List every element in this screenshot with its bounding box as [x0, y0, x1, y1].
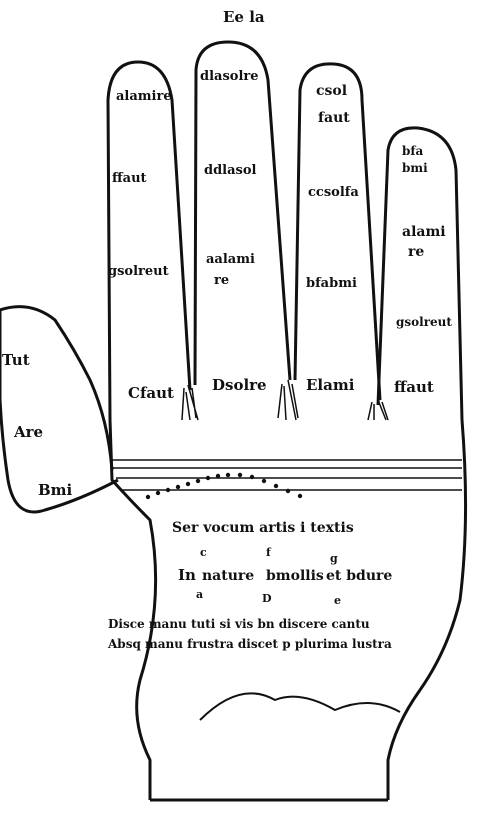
ring-tip-label: dlasolre: [200, 69, 259, 84]
middle-tip-a-label: csol: [316, 83, 347, 99]
palm-subscript-e: e: [334, 594, 341, 607]
hand-outline: [0, 40, 468, 802]
pinky-base-label: Cfaut: [128, 384, 174, 402]
middle-tip-b-label: faut: [318, 110, 350, 126]
palm-line-2-bmollis: bmollis: [266, 568, 324, 584]
index-joint1b-label: re: [408, 244, 424, 260]
thumb-tip-label: Tut: [2, 351, 30, 369]
palm-superscript-f: f: [266, 546, 272, 559]
palm-line-3: Disce manu tuti si vis bn discere cantu: [108, 617, 370, 631]
pinky-joint2-label: gsolreut: [108, 264, 169, 279]
pinky-tip-label: alamire: [116, 89, 172, 104]
thumb-joint-label: Are: [13, 423, 43, 441]
middle-base-label: Elami: [306, 376, 355, 394]
palm-line-2-in: In: [178, 566, 196, 584]
ring-joint2a-label: aalami: [206, 252, 255, 267]
palm-subscript-d: D: [262, 592, 272, 605]
top-label: Ee la: [223, 8, 265, 26]
middle-joint1-label: ccsolfa: [308, 185, 359, 200]
palm-superscript-g: g: [330, 552, 338, 565]
ring-joint1-label: ddlasol: [204, 163, 257, 178]
palm-line-4: Absq manu frustra discet p plurima lustr…: [107, 637, 392, 651]
index-base-label: ffaut: [394, 378, 434, 396]
index-tip-b-label: bmi: [402, 161, 428, 175]
finger-creases: [181, 379, 389, 421]
index-joint2-label: gsolreut: [396, 315, 452, 329]
dotted-arc: [145, 472, 303, 500]
palm-line-1: Ser vocum artis i textis: [172, 520, 354, 536]
middle-joint2-label: bfabmi: [306, 276, 357, 291]
index-tip-a-label: bfa: [402, 144, 424, 158]
thumb-base-label: Bmi: [38, 481, 73, 499]
ring-base-label: Dsolre: [212, 376, 267, 394]
palm-superscript-c: c: [200, 546, 207, 559]
index-joint1a-label: alami: [402, 224, 446, 240]
ring-joint2b-label: re: [214, 273, 229, 288]
palm-subscript-a: a: [196, 588, 203, 601]
palm-line-2-bdure: et bdure: [326, 568, 392, 584]
pinky-joint1-label: ffaut: [112, 171, 147, 186]
palm-line-2-nature: nature: [202, 568, 254, 584]
